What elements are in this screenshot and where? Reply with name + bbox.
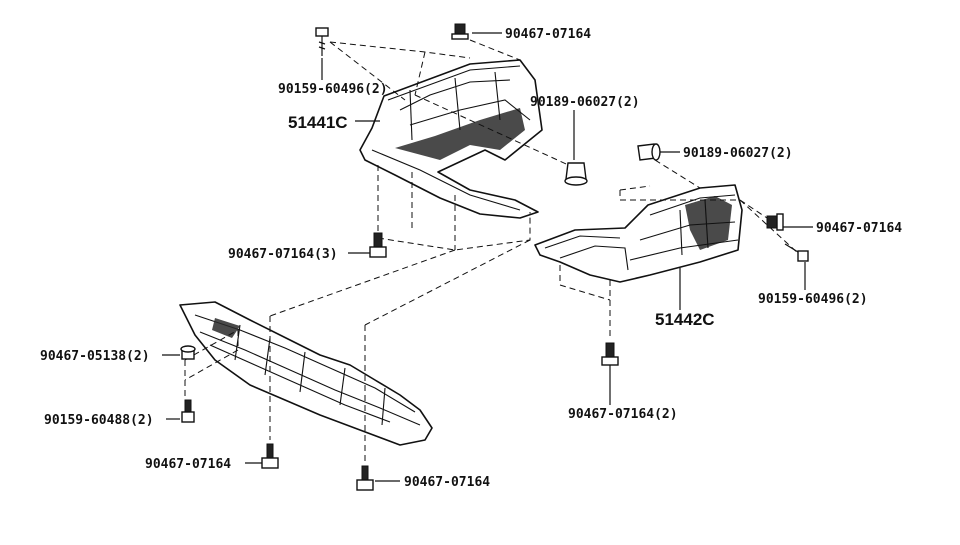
screw-icon bbox=[784, 243, 809, 262]
cover-51442c bbox=[534, 184, 743, 283]
cover-lower bbox=[179, 301, 433, 446]
callout-51441c: 51441C bbox=[288, 113, 348, 132]
callout-labels: 90467-07164 90159-60496(2) 51441C 90189-… bbox=[40, 27, 902, 490]
bolt-icon bbox=[451, 23, 469, 40]
callout-90159-60496-left: 90159-60496(2) bbox=[278, 82, 388, 97]
callout-90467-07164-2: 90467-07164(2) bbox=[568, 407, 678, 422]
callout-51442c: 51442C bbox=[655, 310, 715, 329]
bolt-icon bbox=[261, 443, 279, 469]
cover-51441c bbox=[359, 59, 543, 219]
callout-90467-07164-right: 90467-07164 bbox=[816, 221, 902, 236]
callout-90159-60496-right: 90159-60496(2) bbox=[758, 292, 868, 307]
bolt-icon bbox=[181, 399, 195, 423]
callout-90467-07164-top: 90467-07164 bbox=[505, 27, 591, 42]
push-clip-icon bbox=[564, 162, 588, 186]
push-clip-icon bbox=[637, 143, 661, 161]
callout-90159-60488: 90159-60488(2) bbox=[44, 413, 154, 428]
screw-icon bbox=[315, 27, 329, 56]
callout-90467-07164-3: 90467-07164(3) bbox=[228, 247, 338, 262]
callout-90189-06027-right: 90189-06027(2) bbox=[683, 146, 793, 161]
bolt-icon bbox=[601, 342, 619, 385]
callout-90467-07164-lower: 90467-07164 bbox=[145, 457, 231, 472]
bolt-icon bbox=[369, 232, 387, 258]
leader-lines bbox=[162, 32, 813, 482]
assembly-lines bbox=[184, 39, 801, 465]
callout-90189-06027-upper: 90189-06027(2) bbox=[530, 95, 640, 110]
bolt-icon bbox=[766, 213, 784, 231]
callout-90467-05138: 90467-05138(2) bbox=[40, 349, 150, 364]
callout-90467-07164-bottom: 90467-07164 bbox=[404, 475, 490, 490]
fasteners bbox=[180, 23, 809, 491]
push-clip-icon bbox=[180, 345, 196, 360]
bolt-icon bbox=[356, 465, 374, 491]
